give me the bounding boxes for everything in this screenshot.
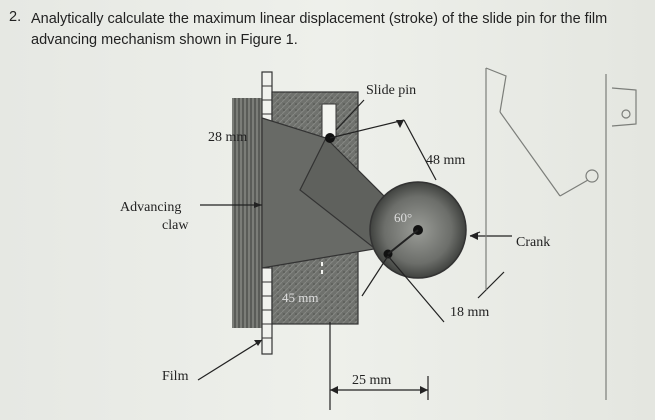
- label-crank: Crank: [516, 235, 550, 250]
- dim-25: 25 mm: [352, 373, 391, 388]
- dim-60-degrees: 60°: [394, 210, 412, 225]
- label-claw: claw: [162, 218, 189, 233]
- label-slide-pin: Slide pin: [366, 83, 416, 98]
- dim-28: 28 mm: [208, 130, 247, 145]
- dim-45: 45 mm: [282, 290, 318, 305]
- dim-18: 18 mm: [450, 305, 489, 320]
- label-advancing: Advancing: [120, 200, 181, 215]
- dim-48: 48 mm: [426, 153, 465, 168]
- label-film: Film: [162, 369, 189, 384]
- leader-lines: [197, 99, 512, 410]
- arrowheads: [254, 120, 478, 394]
- question-number: 2.: [9, 9, 22, 25]
- pencil-sketch: [485, 67, 637, 400]
- crank-wheel: [369, 181, 467, 279]
- question-text: Analytically calculate the maximum linea…: [31, 11, 608, 48]
